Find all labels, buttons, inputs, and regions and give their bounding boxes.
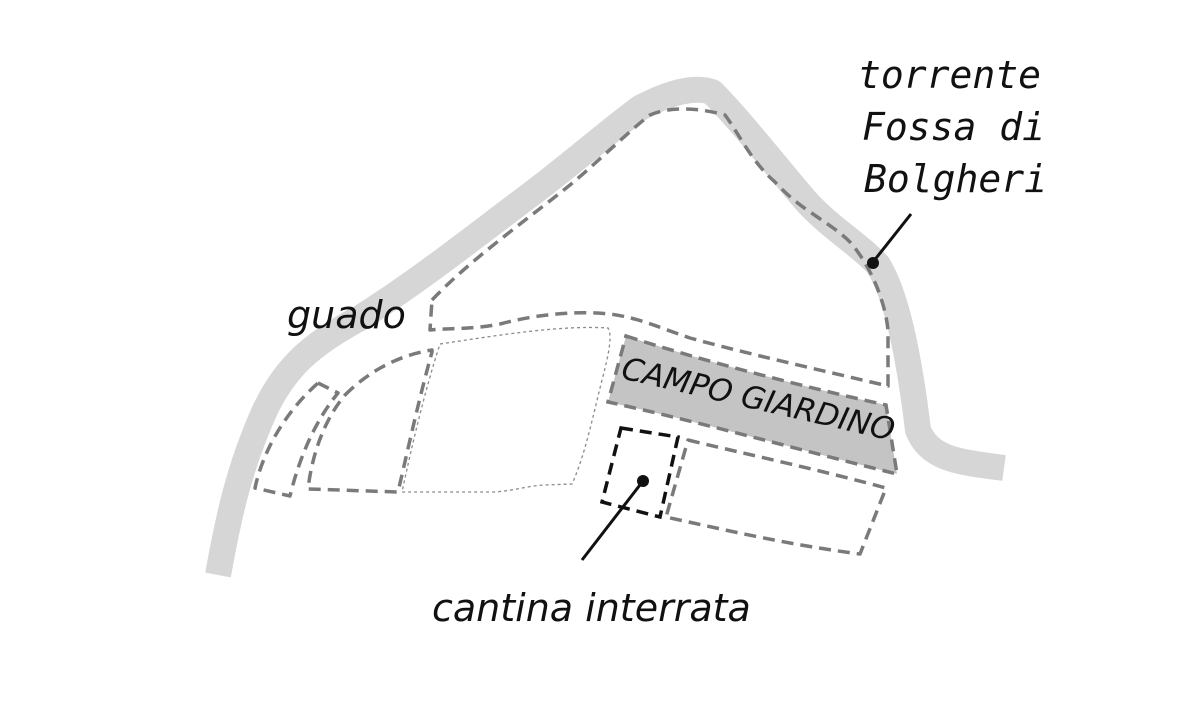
parcel-middle (401, 326, 611, 493)
leader-torrente (871, 213, 913, 263)
parcel-west-inner (306, 348, 434, 494)
marker-torrente (867, 257, 879, 269)
river-fossa-di-bolgheri (205, 76, 1006, 578)
label-guado: guado (287, 293, 406, 337)
leader-cantina (580, 480, 645, 561)
label-torrente-1: torrente (858, 53, 1041, 97)
cantina-interrata (599, 426, 681, 520)
parcel-west-outer (253, 381, 340, 498)
marker-cantina (637, 475, 649, 487)
label-torrente-2: Fossa di (862, 105, 1045, 149)
parcel-upper (428, 107, 890, 388)
label-cantina-interrata: cantina interrata (432, 586, 751, 630)
parcel-lower-right (664, 438, 888, 556)
campo-giardino (605, 333, 900, 477)
label-torrente-3: Bolgheri (864, 157, 1047, 201)
